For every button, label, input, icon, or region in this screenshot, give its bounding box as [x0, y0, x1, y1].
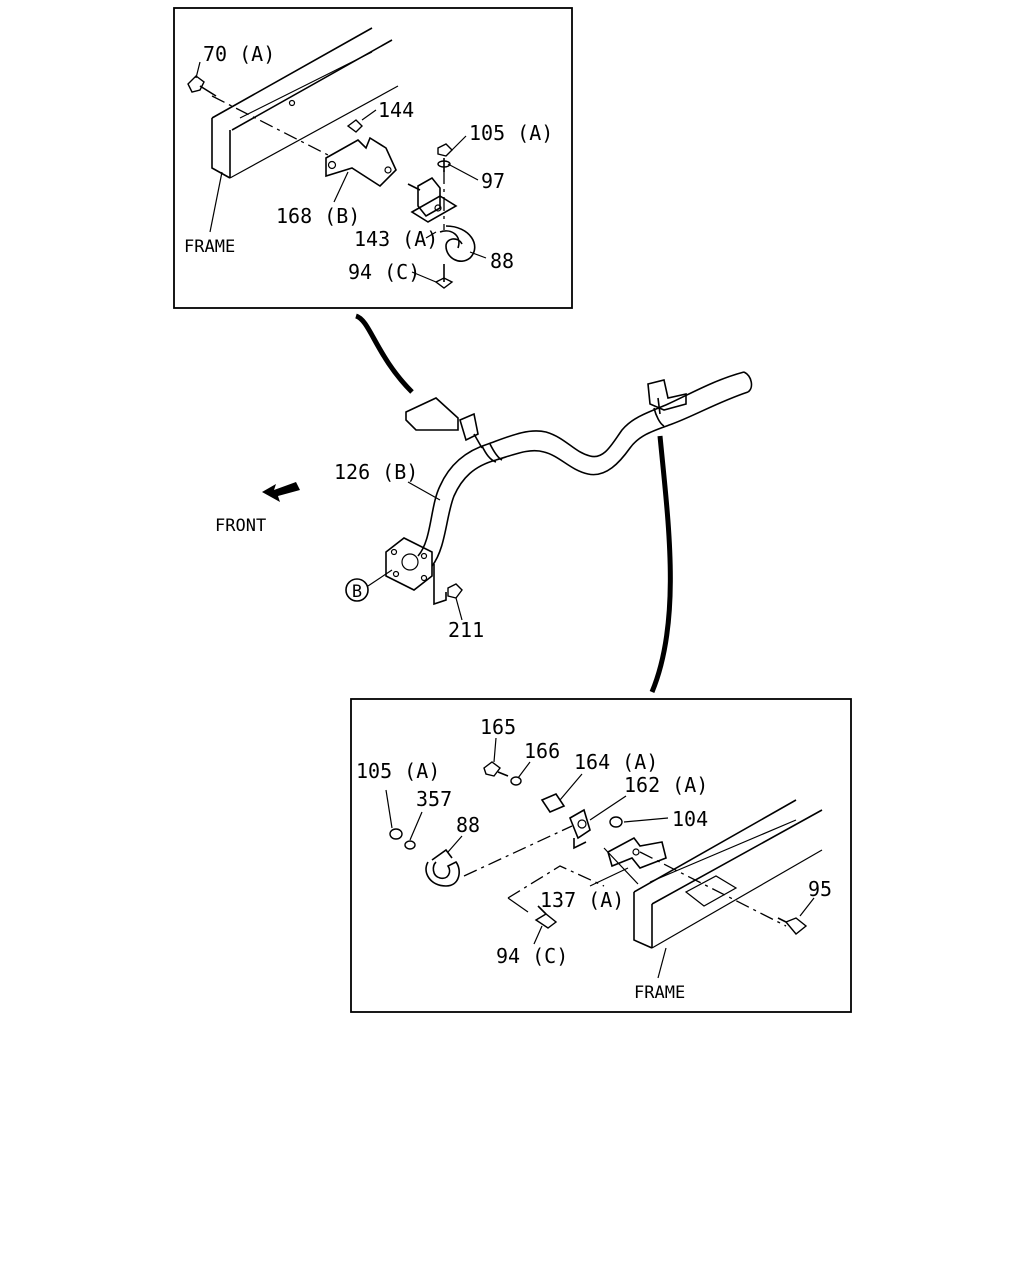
callout-144: 144 — [378, 98, 414, 122]
bottom-frame-rail — [633, 799, 823, 949]
frame-label-top: FRAME — [184, 237, 235, 257]
callout-88-top: 88 — [490, 249, 514, 273]
callout-94c-bottom: 94 (C) — [496, 944, 568, 968]
top-leaders — [195, 61, 487, 283]
front-arrow-icon — [262, 482, 300, 502]
frame-label-bottom: FRAME — [634, 983, 685, 1003]
callout-126b: 126 (B) — [334, 460, 418, 484]
callout-104: 104 — [672, 807, 708, 831]
reference-b-label: B — [352, 582, 362, 602]
bottom-inset-connector — [649, 435, 673, 693]
mount-162a — [568, 808, 591, 850]
bottom-inset: 165 166 164 (A) 162 (A) 105 (A) 357 88 1… — [350, 698, 852, 1013]
callout-105a: 105 (A) — [469, 121, 553, 145]
bracket-137a — [607, 836, 667, 869]
callout-70a: 70 (A) — [203, 42, 275, 66]
callout-211: 211 — [448, 618, 484, 642]
top-frame-rail — [211, 27, 399, 179]
callout-168b: 168 (B) — [276, 204, 360, 228]
main-pipe-view: B FRONT 126 (B) 211 — [215, 371, 753, 642]
callout-97: 97 — [481, 169, 505, 193]
callout-165: 165 — [480, 715, 516, 739]
callout-166: 166 — [524, 739, 560, 763]
hanger-bracket-right — [647, 379, 687, 411]
front-label: FRONT — [215, 516, 266, 536]
callout-137a: 137 (A) — [540, 888, 624, 912]
exhaust-pipe-126b-inner — [431, 391, 749, 567]
top-inset: 70 (A) 144 105 (A) 97 168 (B) 143 (A) 88… — [173, 7, 573, 309]
pipe-flange — [385, 537, 433, 591]
top-inset-border — [173, 7, 573, 309]
callout-105a-bottom: 105 (A) — [356, 759, 440, 783]
nut-211 — [447, 583, 463, 599]
callout-162a: 162 (A) — [624, 773, 708, 797]
pipe-band-2 — [653, 407, 665, 427]
callout-357: 357 — [416, 787, 452, 811]
callout-164a: 164 (A) — [574, 750, 658, 774]
callout-95: 95 — [808, 877, 832, 901]
mount-143a — [407, 176, 458, 223]
top-hardware — [187, 75, 476, 289]
callout-94c-top: 94 (C) — [348, 260, 420, 284]
bottom-hardware — [389, 761, 808, 935]
reference-b-circle — [345, 578, 369, 602]
callout-88-bottom: 88 — [456, 813, 480, 837]
top-inset-connector — [354, 313, 414, 394]
bracket-168b — [325, 136, 397, 188]
bottom-inset-border — [350, 698, 852, 1013]
bottom-leaders — [385, 737, 815, 979]
exhaust-pipe-126b — [417, 371, 745, 557]
hanger-bracket-left — [405, 397, 459, 431]
pipe-band-1 — [481, 445, 497, 463]
callout-143a: 143 (A) — [354, 227, 438, 251]
